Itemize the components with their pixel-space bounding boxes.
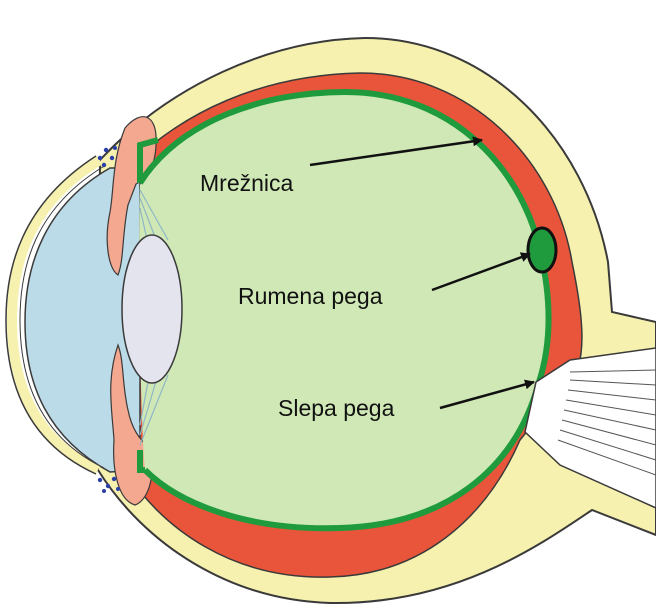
macula xyxy=(528,228,556,272)
retina-label: Mrežnica xyxy=(200,172,293,195)
lens xyxy=(122,235,182,383)
blind-spot-label: Slepa pega xyxy=(278,397,394,420)
vitreous-body xyxy=(139,92,548,528)
macula-label: Rumena pega xyxy=(238,285,383,308)
